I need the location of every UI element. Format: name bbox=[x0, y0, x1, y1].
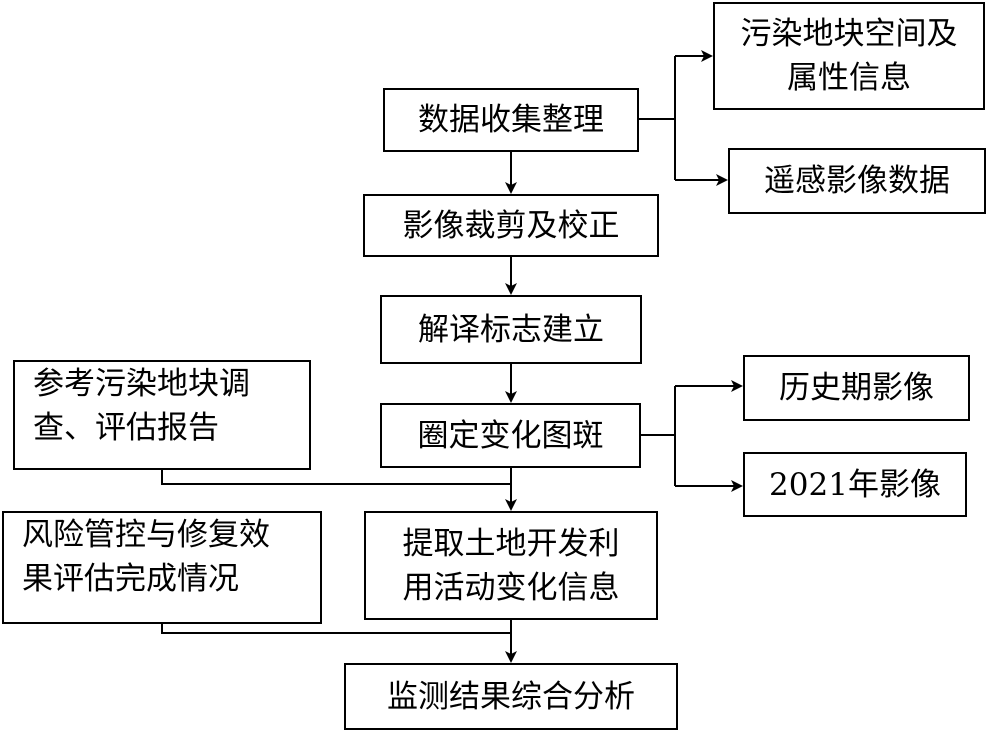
node-label: 查、评估报告 bbox=[33, 410, 219, 446]
node-label: 属性信息 bbox=[787, 60, 911, 96]
link-risk bbox=[161, 624, 511, 634]
node-interpretation-signs: 解译标志建立 bbox=[380, 295, 642, 364]
link-reference bbox=[161, 470, 511, 485]
node-label: 历史期影像 bbox=[779, 370, 934, 406]
node-spatial-attribute-info: 污染地块空间及 属性信息 bbox=[713, 2, 985, 110]
node-label: 影像裁剪及校正 bbox=[402, 207, 620, 244]
node-label: 果评估完成情况 bbox=[22, 561, 239, 597]
node-label: 参考污染地块调 bbox=[33, 366, 250, 402]
node-historical-image: 历史期影像 bbox=[743, 355, 970, 421]
node-label: 污染地块空间及 bbox=[740, 16, 958, 52]
node-label: 用活动变化信息 bbox=[402, 569, 620, 606]
node-label: 监测结果综合分析 bbox=[387, 678, 635, 715]
node-data-collection: 数据收集整理 bbox=[383, 88, 639, 152]
node-label: 遥感影像数据 bbox=[764, 163, 950, 199]
node-risk-control-evaluation: 风险管控与修复效 果评估完成情况 bbox=[2, 511, 322, 624]
node-change-patches: 圈定变化图斑 bbox=[380, 403, 641, 468]
node-label: 2021年影像 bbox=[769, 466, 941, 503]
node-image-crop-correction: 影像裁剪及校正 bbox=[363, 194, 659, 257]
node-remote-sensing-data: 遥感影像数据 bbox=[728, 148, 986, 214]
node-label: 圈定变化图斑 bbox=[417, 417, 604, 454]
node-extract-land-use-change: 提取土地开发利 用活动变化信息 bbox=[364, 511, 658, 620]
node-comprehensive-analysis: 监测结果综合分析 bbox=[344, 663, 678, 730]
node-reference-reports: 参考污染地块调 查、评估报告 bbox=[13, 360, 311, 470]
node-label: 风险管控与修复效 bbox=[22, 517, 270, 553]
node-label: 解译标志建立 bbox=[418, 311, 604, 348]
node-label: 数据收集整理 bbox=[418, 102, 604, 138]
node-label: 提取土地开发利 bbox=[402, 525, 620, 562]
node-2021-image: 2021年影像 bbox=[743, 452, 967, 517]
